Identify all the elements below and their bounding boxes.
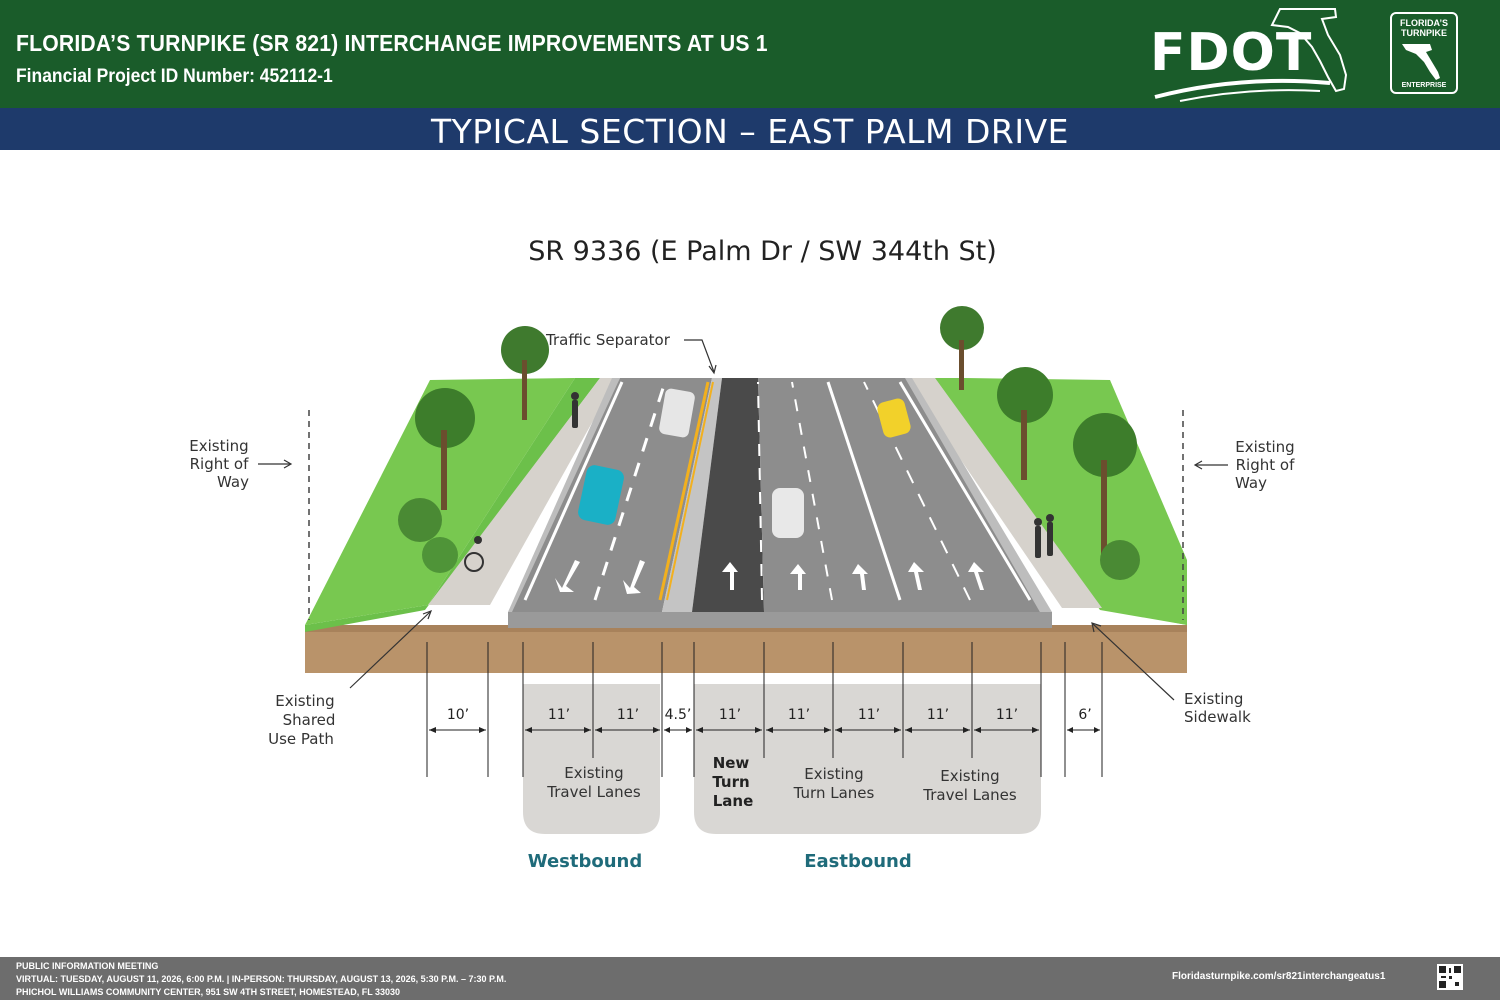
dim-new-turn: 11’ xyxy=(719,707,741,723)
meeting-location: PHICHOL WILLIAMS COMMUNITY CENTER, 951 S… xyxy=(16,987,401,997)
eb-group-box xyxy=(694,684,1041,834)
new-turn-l3: Lane xyxy=(713,792,754,810)
dim-eb-lane1: 11’ xyxy=(927,707,949,723)
vehicles xyxy=(578,388,911,538)
footer-bar: PUBLIC INFORMATION MEETING VIRTUAL: TUES… xyxy=(0,957,1500,1000)
dimension-arrowheads xyxy=(429,727,1100,733)
left-grass xyxy=(305,378,600,632)
traffic-separator-label: Traffic Separator xyxy=(545,331,671,349)
sup-label-l3: Use Path xyxy=(268,730,334,748)
wb-travel-l1: Existing xyxy=(564,764,623,782)
florida-outline-icon xyxy=(1154,8,1348,102)
sup-label-l2: Shared xyxy=(283,711,336,729)
dim-separator: 4.5’ xyxy=(665,707,692,723)
trees-left xyxy=(398,326,549,573)
eastbound-label: Eastbound xyxy=(804,851,912,872)
row-left-l1: Existing xyxy=(189,437,248,455)
badge-line2: TURNPIKE xyxy=(1400,28,1447,38)
pedestrians xyxy=(464,392,1054,572)
sidewalk-label-l1: Existing xyxy=(1184,690,1243,708)
wb-travel-l2: Travel Lanes xyxy=(546,783,641,801)
row-right-l2: Right of xyxy=(1236,456,1295,474)
road-name: SR 9336 (E Palm Dr / SW 344th St) xyxy=(528,236,997,267)
pavement-base xyxy=(508,612,1052,628)
trees-right xyxy=(940,306,1140,580)
wb-group-box xyxy=(523,684,660,834)
dim-wb-lane2: 11’ xyxy=(617,707,639,723)
new-turn-lane xyxy=(692,378,764,612)
dim-eb-turn2: 11’ xyxy=(858,707,880,723)
turnpike-badge: FLORIDA’S TURNPIKE ENTERPRISE xyxy=(1390,12,1458,94)
meeting-title: PUBLIC INFORMATION MEETING xyxy=(16,961,159,971)
badge-line3: ENTERPRISE xyxy=(1401,82,1447,89)
dim-eb-turn1: 11’ xyxy=(788,707,810,723)
sup-label-l1: Existing xyxy=(275,692,334,710)
row-right-l1: Existing xyxy=(1235,438,1294,456)
eb-turn-l1: Existing xyxy=(804,765,863,783)
westbound-label: Westbound xyxy=(528,851,643,872)
section-band: TYPICAL SECTION – EAST PALM DRIVE xyxy=(0,108,1500,151)
fdot-logo-text: FDOT xyxy=(1150,23,1313,83)
soil-layer xyxy=(305,625,1187,673)
typical-section-diagram: Existing Right of Way Existing Right of … xyxy=(189,306,1295,872)
eb-turn-l2: Turn Lanes xyxy=(793,784,875,802)
project-id: Financial Project ID Number: 452112-1 xyxy=(16,66,333,87)
section-title: TYPICAL SECTION – EAST PALM DRIVE xyxy=(430,112,1070,151)
row-left-l3: Way xyxy=(217,473,249,491)
project-title: FLORIDA’S TURNPIKE (SR 821) INTERCHANGE … xyxy=(16,30,768,56)
dimension-lines xyxy=(426,642,1103,777)
new-turn-l1: New xyxy=(713,754,750,772)
lane-arrows xyxy=(555,560,984,594)
eb-travel-l1: Existing xyxy=(940,767,999,785)
dim-wb-lane1: 11’ xyxy=(548,707,570,723)
sidewalk-label-l2: Sidewalk xyxy=(1184,708,1251,726)
row-right-l3: Way xyxy=(1235,474,1267,492)
qr-code-icon xyxy=(1437,964,1463,990)
dim-path: 10’ xyxy=(447,707,469,723)
new-turn-l2: Turn xyxy=(712,773,749,791)
header-bar: FLORIDA’S TURNPIKE (SR 821) INTERCHANGE … xyxy=(0,0,1500,108)
eastbound-pavement xyxy=(758,378,1040,612)
dim-sidewalk: 6’ xyxy=(1078,707,1091,723)
dim-eb-lane2: 11’ xyxy=(996,707,1018,723)
eb-travel-l2: Travel Lanes xyxy=(922,786,1017,804)
badge-line1: FLORIDA’S xyxy=(1399,18,1448,28)
florida-map-icon xyxy=(1402,44,1440,80)
project-website-link[interactable]: Floridasturnpike.com/sr821interchangeatu… xyxy=(1172,971,1386,982)
row-left-l2: Right of xyxy=(190,455,249,473)
shared-use-path xyxy=(428,378,617,605)
meeting-times: VIRTUAL: TUESDAY, AUGUST 11, 2026, 6:00 … xyxy=(16,974,507,984)
fdot-logo: FDOT xyxy=(1140,5,1355,103)
